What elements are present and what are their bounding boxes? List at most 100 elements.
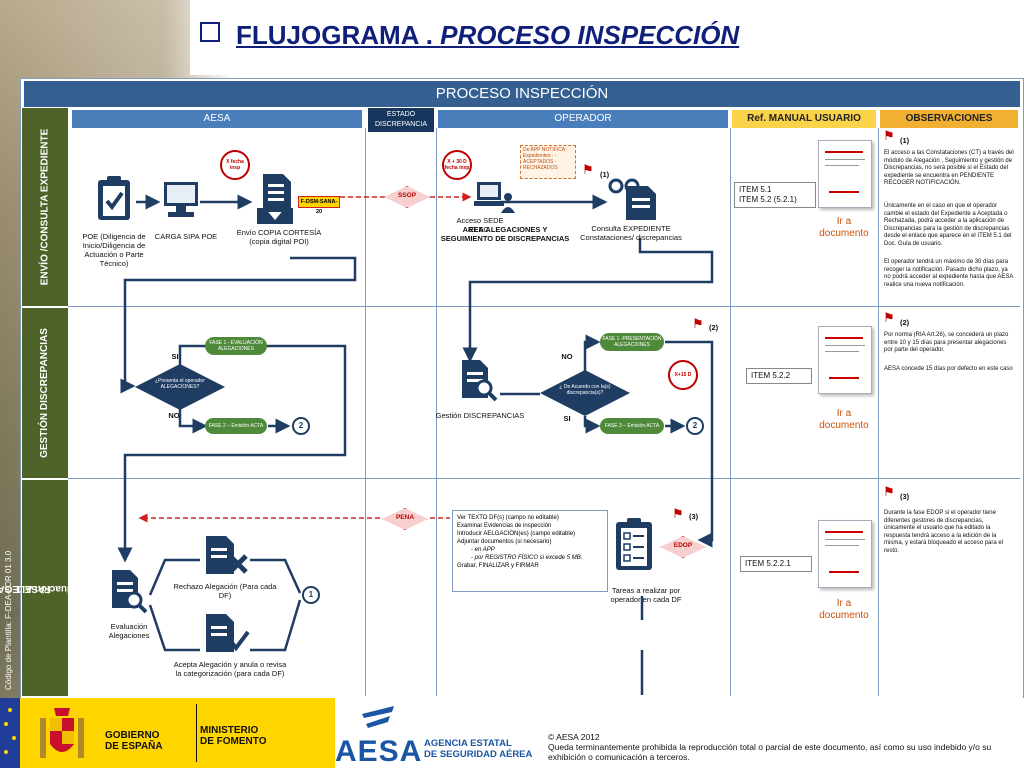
divider (878, 128, 879, 696)
document-thumbnail[interactable] (818, 140, 872, 208)
node-envio-copia: Envío COPIA CORTESÍA (copia digital POI) (236, 228, 322, 246)
obs-text-2a: Por norma (RIA Art.26), se concederá un … (884, 332, 1009, 353)
note-ref-1: (1) (600, 170, 610, 179)
user-icon (501, 193, 515, 213)
task-subitem: - en APP (471, 547, 495, 553)
computer-icon (164, 182, 198, 217)
connector-1: 1 (302, 586, 320, 604)
divider (365, 128, 366, 696)
obs-text-1c: El operador tendrá un máximo de 30 días … (884, 259, 1014, 288)
ministerio-2: DE FOMENTO (200, 736, 267, 747)
lane-divider (68, 306, 1020, 307)
document-search-icon (462, 360, 498, 402)
link-ir-documento[interactable]: Ir a documento (819, 216, 869, 239)
obs-text-1b: Únicamente en el caso en que el operador… (884, 203, 1012, 247)
node-carga-sipa: CARGA SIPA POE (154, 232, 218, 241)
node-acepta: Acepta Alegación y anula o revisa la cat… (173, 660, 287, 678)
flag-icon: ⚑ (582, 162, 594, 177)
obs-num-3: (3) (900, 492, 910, 501)
fase1-evaluacion: FASE 1 - EVALUACIÓN ALEGACIONES (205, 337, 267, 355)
node-consulta-exp: Consulta EXPEDIENTE Constataciones/ disc… (580, 224, 682, 242)
tasks-box: Ver TEXTO DF(s) (campo no editable) Exam… (452, 510, 608, 592)
column-estado: ESTADO DISCREPANCIA (368, 108, 434, 132)
document-download-icon (257, 174, 293, 224)
status-ssop-label: SSOP (397, 192, 417, 199)
node-gestion-disc: Gestión DISCREPANCIAS (435, 411, 525, 420)
decision-acuerdo: ¿ De Acuerdo con la(s) discrepancia(s)? (540, 370, 630, 416)
document-reject-icon (206, 536, 248, 574)
note-ref-2: (2) (709, 323, 719, 332)
slide-title: FLUJOGRAMA . PROCESO INSPECCIÓN (200, 20, 739, 51)
obs-text-1a: El acceso a las Constataciones (CT) a tr… (884, 150, 1014, 186)
form-code: F-DSM-SANA-20 (298, 196, 340, 215)
column-ref: Ref. MANUAL USUARIO (732, 110, 876, 128)
status-pena: PENA (382, 508, 428, 530)
task-item: Examinar Evidencias de inspección (457, 523, 552, 529)
decision-presenta-label: ¿Presenta el operador ALEGACIONES? (155, 378, 205, 390)
divider (730, 128, 731, 696)
label-no: NO (168, 411, 180, 420)
column-operador: OPERADOR (438, 110, 728, 128)
flag-icon: ⚑ (883, 128, 895, 143)
title-part2: PROCESO INSPECCIÓN (440, 20, 740, 50)
node-acceso-sede: Acceso SEDE ELEC. (456, 216, 504, 234)
node-evaluacion: Evaluación Alegaciones (108, 622, 150, 640)
status-edop: EDOP (660, 536, 706, 558)
gobierno-2: DE ESPAÑA (105, 741, 163, 752)
column-aesa: AESA (72, 110, 362, 128)
deadline-x15: X+15 D (668, 360, 698, 390)
label-si-2: SI (563, 414, 571, 423)
node-poe: POE (Diligencia de Inicio/Diligencia de … (82, 232, 146, 268)
fase3-acta: FASE 3 – Emisión ACTA (600, 418, 664, 434)
deadline-x-fecha: X fecha insp (220, 150, 250, 180)
column-obs: OBSERVACIONES (880, 110, 1018, 128)
agencia-2: DE SEGURIDAD AÉREA (424, 749, 533, 760)
title-part1: FLUJOGRAMA . (236, 20, 441, 50)
document-accept-icon (206, 614, 250, 652)
title-area (190, 0, 1024, 75)
document-thumbnail[interactable] (818, 520, 872, 588)
ref-item-1b: ITEM 5.2 (5.2.1) (739, 195, 797, 204)
coat-of-arms-icon (40, 708, 84, 758)
node-rechazo: Rechazo Alegación (Para cada DF) (173, 582, 277, 600)
aesa-wings-icon (362, 706, 394, 728)
obs-num-1: (1) (900, 136, 910, 145)
document-thumbnail[interactable] (818, 326, 872, 394)
footer-separator (196, 704, 197, 762)
label-si: SI (171, 352, 179, 361)
deadline-x30: X + 30 D fecha insp (442, 150, 472, 180)
checkbox-bullet-icon (200, 22, 220, 42)
lane-divider (68, 478, 1020, 479)
obs-num-2: (2) (900, 318, 910, 327)
task-item: Introducir AELGACIÓN(es) (campo editable… (457, 531, 576, 537)
node-area-alegaciones: AREA ALEGACIONES Y SEGUIMIENTO DE DISCRE… (440, 225, 570, 243)
link-ir-documento[interactable]: Ir a documento (819, 408, 869, 431)
task-item: Grabar, FINALIZAR y FIRMAR (457, 563, 539, 569)
eu-stars-icon (4, 708, 16, 754)
ministerio-1: MINISTERIO (200, 725, 259, 736)
lane-envio: ENVÍO /CONSULTA EXPEDIENTE (22, 108, 68, 306)
connector-2-b: 2 (686, 417, 704, 435)
decision-acuerdo-label: ¿ De Acuerdo con la(s) discrepancia(s)? (559, 384, 611, 396)
glasses-document-icon (608, 178, 656, 220)
document-search-icon (112, 570, 148, 614)
status-ssop: SSOP (384, 186, 430, 208)
obs-text-2b: AESA concede 15 días por defecto en este… (884, 366, 1013, 372)
task-item: Adjuntar documentos (si necesario) (457, 539, 552, 545)
divider (436, 128, 437, 696)
copyright: © AESA 2012 (548, 732, 600, 742)
link-ir-documento[interactable]: Ir a documento (819, 598, 869, 621)
laptop-icon (474, 182, 504, 206)
flag-icon: ⚑ (883, 310, 895, 325)
note-ref-3: (3) (689, 512, 699, 521)
decision-presenta: ¿Presenta el operador ALEGACIONES? (135, 364, 225, 410)
ref-item-3: ITEM 5.2.2.1 (740, 556, 812, 572)
aesa-logo: AESA (335, 735, 423, 768)
label-no-2: NO (561, 352, 573, 361)
